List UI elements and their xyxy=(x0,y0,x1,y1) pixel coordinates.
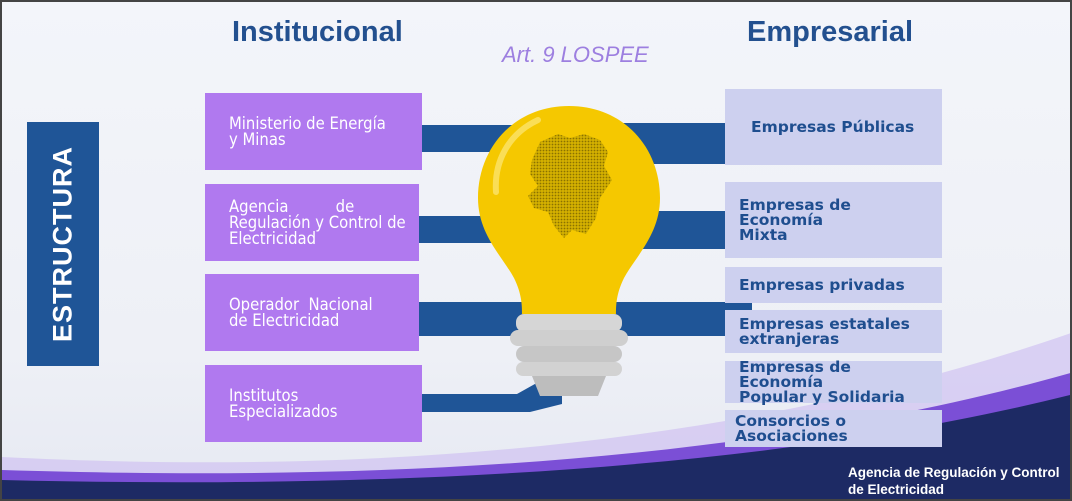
enterprise-box-consorcios: Consorcios o Asociaciones xyxy=(725,410,942,447)
side-title: ESTRUCTURA xyxy=(47,146,78,342)
institutional-box-text: Institutos Especializados xyxy=(229,385,338,421)
enterprise-box-text: Empresas de Economía Popular y Solidaria xyxy=(739,357,905,406)
institutional-box-text: Agencia de Regulación y Control de Elect… xyxy=(229,196,406,248)
header-article: Art. 9 LOSPEE xyxy=(502,42,649,67)
institutional-box-ministerio: Ministerio de Energía y Minas xyxy=(205,93,422,170)
enterprise-box-privadas: Empresas privadas xyxy=(725,267,942,303)
enterprise-box-text: Empresas de Economía Mixta xyxy=(739,195,851,244)
connector-band-institutos xyxy=(412,380,562,412)
enterprise-box-economia-mixta: Empresas de Economía Mixta xyxy=(725,182,942,258)
institutional-box-text: Ministerio de Energía y Minas xyxy=(229,113,386,149)
light-bulb-icon xyxy=(478,106,660,396)
institutional-box-operador: Operador Nacional de Electricidad xyxy=(205,274,419,351)
header-institucional: Institucional xyxy=(232,16,403,48)
enterprise-box-economia-popular: Empresas de Economía Popular y Solidaria xyxy=(725,357,942,406)
institutional-box-agencia: Agencia de Regulación y Control de Elect… xyxy=(205,184,419,261)
header-empresarial: Empresarial xyxy=(747,16,914,48)
footer-agency-name: Agencia de Regulación y Control de Elect… xyxy=(848,465,1060,497)
enterprise-box-publicas: Empresas Públicas xyxy=(725,89,942,165)
institutional-box-text: Operador Nacional de Electricidad xyxy=(229,294,373,330)
side-title-panel: ESTRUCTURA xyxy=(27,122,99,366)
enterprise-box-estatales-extranjeras: Empresas estatales extranjeras xyxy=(725,310,942,353)
footer-swoosh-navy xyxy=(2,394,1070,499)
ecuador-map-icon xyxy=(528,134,612,238)
institutional-box-institutos: Institutos Especializados xyxy=(205,365,422,442)
enterprise-box-text: Empresas estatales extranjeras xyxy=(739,314,910,348)
